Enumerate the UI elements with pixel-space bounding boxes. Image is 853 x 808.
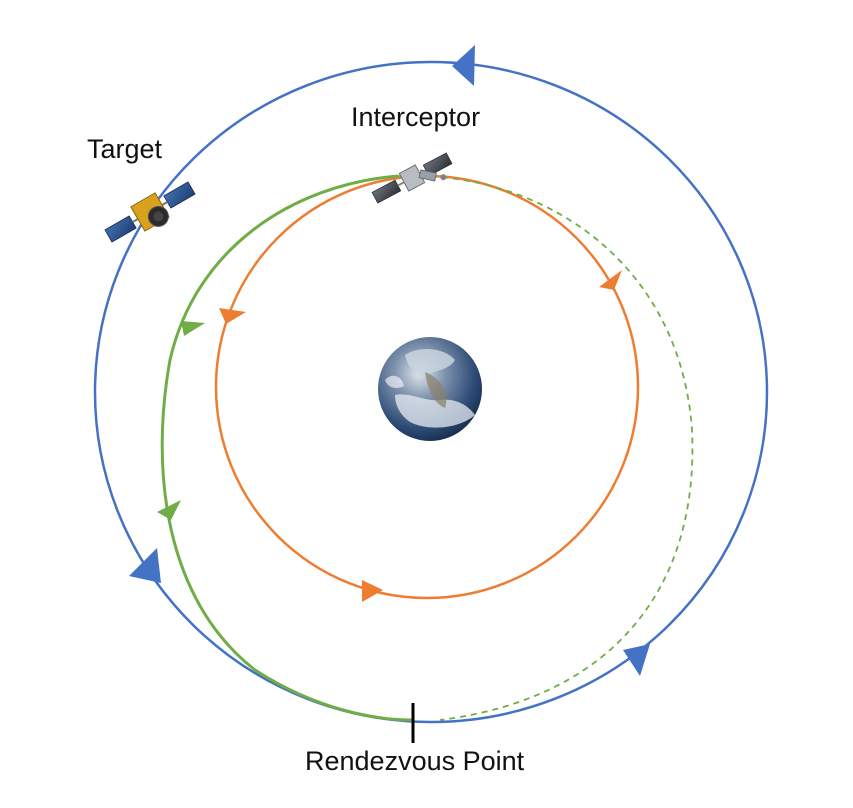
target-orbit: [93, 60, 769, 724]
rendezvous-point-label: Rendezvous Point: [305, 746, 525, 776]
interceptor-orbit-arrow-upper-left: [219, 308, 246, 324]
target-orbit-arrow-right: [623, 644, 650, 676]
target-satellite-icon: [104, 181, 196, 243]
interceptor-orbit-arrow-right: [599, 270, 622, 290]
transfer-orbit-path: [160, 174, 413, 722]
target-orbit-arrow-left: [129, 548, 161, 583]
target-label: Target: [87, 134, 163, 164]
interceptor-orbit-arrow-bottom: [362, 580, 383, 602]
target-orbit-arrow-top: [452, 45, 475, 86]
transfer-orbit-arrow-lower: [157, 500, 181, 520]
interceptor-label: Interceptor: [351, 102, 481, 132]
transfer-orbit-dashed: [397, 174, 694, 721]
interceptor-satellite-icon: [371, 152, 453, 204]
transfer-orbit-arrow-upper: [181, 321, 205, 336]
earth-icon: [378, 337, 482, 441]
